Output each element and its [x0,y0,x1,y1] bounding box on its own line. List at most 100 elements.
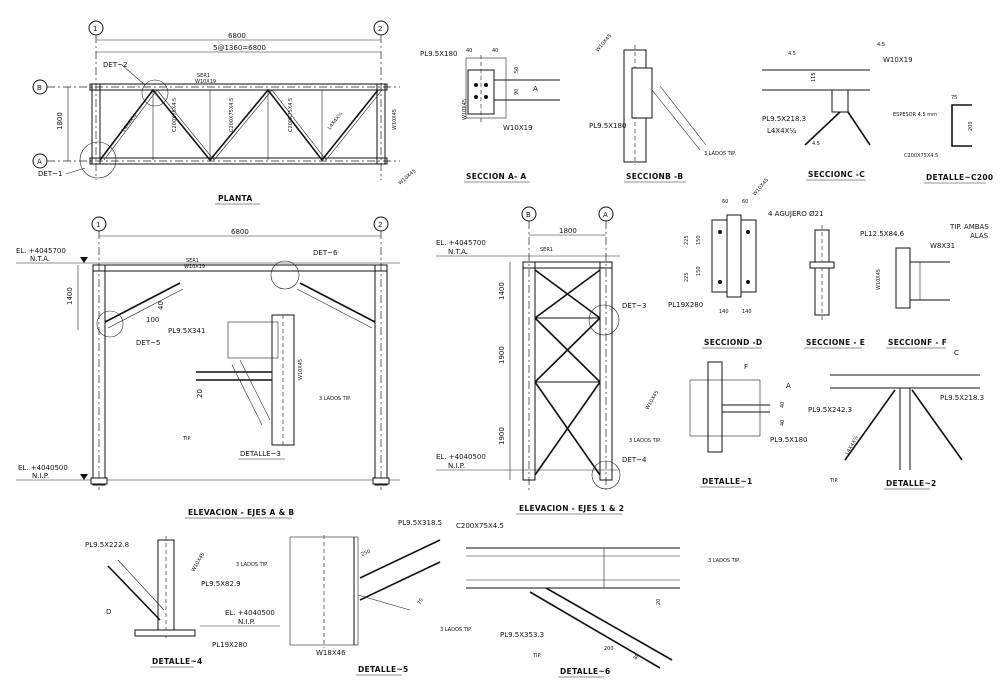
grid-b-label: B [37,84,42,92]
sec-d-140b: 140 [742,309,752,315]
svg-text:C200X75X4.5: C200X75X4.5 [229,98,235,132]
elev-12-nta: N.T.A. [448,248,468,256]
elev-12-title: ELEVACION - EJES 1 & 2 [519,504,624,513]
elev-12-det3: DET~3 [622,302,646,310]
grid-2-label: 2 [378,25,382,33]
det6-lados2: 3 LADOS TIP. [440,627,472,633]
det6-pl: PL9.5X353.3 [500,631,544,639]
elev-ab-grid-2: 2 [378,221,382,229]
detalle-4-view: PL9.5X222.8 PL9.5X82.9 W10X45 3 LADOS TI… [85,536,280,668]
elev-ab-grid-1: 1 [96,221,100,229]
det2-tip: TIP. [829,478,839,484]
det5-250: 250 [361,549,372,558]
det2-pl-r: PL9.5X218.3 [940,394,984,402]
elev-ab-title: ELEVACION - EJES A & B [188,508,294,517]
planta-det1: DET~1 [38,170,62,178]
sec-f-w: W8X31 [930,242,955,250]
elev-ab-det3-20: 20 [196,389,204,398]
planta-ser1-sec: W10X19 [195,79,216,85]
elev-ab-dim-40: 40 [157,301,165,310]
svg-text:C200X75X4.5: C200X75X4.5 [172,98,178,132]
det4-pl1: PL9.5X222.8 [85,541,129,549]
det1-lados: 3 LADOS TIP. [629,438,661,444]
sec-c-w: W10X19 [883,56,913,64]
sec-b-title: SECCIONB -B [626,172,683,181]
elev-12-dim-1800: 1800 [559,227,577,235]
sec-b-lados: 3 LADOS TIP. [704,151,736,157]
detalle-5-view: PL9.5X318.5 250 70 W18X46 DETALLE~5 [289,519,442,676]
sec-f-pl: PL12.5X84.6 [860,230,905,238]
sec-d-150a: 150 [696,235,702,245]
det5-70: 70 [417,597,425,606]
sec-c-pl: PL9.5X218.3 [762,115,806,123]
elev-ab-detalle3: DETALLE~3 [240,450,281,458]
det2-pl-l: PL9.5X242.3 [808,406,852,414]
sec-e-title: SECCIONE - E [806,338,865,347]
sec-a-w10: W10X19 [503,124,533,132]
sec-c-angle: L4X4X¼ [767,127,796,135]
grid-1-label: 1 [93,25,97,33]
det4-lados: 3 LADOS TIP. [236,562,268,568]
det1-40a: 40 [780,402,786,408]
elev-ab-ser1: SER1 [186,258,199,264]
det6-20: 20 [656,599,662,605]
planta-det2: DET~2 [103,61,127,69]
seccion-a-a-view: PL9.5X180 40 40 50 90 W10X19 W10X45 A SE… [420,48,560,183]
det6-lados: 3 LADOS TIP. [708,558,740,564]
det1-40b: 40 [780,420,786,426]
elev-12-dim-1900b: 1900 [498,427,506,445]
elev-ab-dim-total: 6800 [231,228,249,236]
elev-12-det4: DET~4 [622,456,647,464]
elev-ab-dim-1400: 1400 [66,287,74,305]
sec-d-aguj: 4 AGUJERO Ø21 [768,210,823,218]
sec-d-title: SECCIOND -D [704,338,762,347]
sec-f-alas: ALAS [970,232,989,240]
elev-ab-nta: N.T.A. [30,255,50,263]
det4-nip: N.I.P. [238,618,255,626]
seccion-c-c-view: 4.5 4.5 4.5 W10X19 115 PL9.5X218.3 L4X4X… [762,42,913,181]
detalle-6-view: C200X75X4.5 3 LADOS TIP. 3 LADOS TIP. PL… [440,522,740,678]
sec-d-140a: 140 [719,309,729,315]
sec-d-225a: 225 [684,235,690,245]
sec-b-pl: PL9.5X180 [589,122,626,130]
det5-pl: PL9.5X318.5 [398,519,442,527]
elevacion-ejes-1-2-view: B A 1800 EL. +4045700 N.T.A. EL. +404050… [436,206,647,515]
det5-w: W18X46 [316,649,346,657]
det4-d: D [106,608,111,616]
elev-ab-nip: N.I.P. [32,472,49,480]
planta-ser1: SER1 [197,73,210,79]
c200-c: C200X75X4.5 [904,153,938,159]
det4-pl3: PL19X280 [212,641,247,649]
detalle-c200-view: 75 ESPESOR 4.5 mm 200 C200X75X4.5 DETALL… [893,95,993,184]
sec-d-225b: 225 [684,272,690,282]
svg-text:W10X45: W10X45 [298,359,304,380]
det1-f: F [744,363,748,371]
det6-80: 80 [633,652,641,661]
det6-title: DETALLE~6 [560,667,611,676]
elev-12-grid-a: A [603,211,608,219]
planta-dim-side: 1800 [56,112,64,130]
elev-ab-det3-pl: PL9.5X341 [168,327,205,335]
elev-ab-det3-tip: TIP. [182,436,192,442]
svg-text:C200X75X4.5: C200X75X4.5 [288,98,294,132]
sec-a-cut: A [533,85,538,93]
det6-c: C200X75X4.5 [456,522,504,530]
sec-a-pl: PL9.5X180 [420,50,457,58]
det4-pl2: PL9.5X82.9 [201,580,241,588]
elev-12-el-top: EL. +4045700 [436,239,486,247]
det2-c: C [954,349,959,357]
elev-12-dim-1900a: 1900 [498,346,506,364]
sec-d-150b: 150 [696,266,702,276]
c200-title: DETALLE~C200 [926,173,993,182]
det2-title: DETALLE~2 [886,479,937,488]
planta-dim-spacing: 5@1360=6800 [213,44,266,52]
elev-ab-ser1-sec: W10X19 [184,264,205,270]
elev-ab-el-bot: EL. +4040500 [18,464,68,472]
sec-f-tip: TIP. AMBAS [949,223,989,231]
sec-d-pl: PL19X280 [668,301,703,309]
c200-esp: ESPESOR 4.5 mm [893,112,937,118]
det6-200: 200 [604,646,614,652]
sec-f-w2: W10X45 [876,269,882,290]
planta-title: PLANTA [218,194,253,203]
